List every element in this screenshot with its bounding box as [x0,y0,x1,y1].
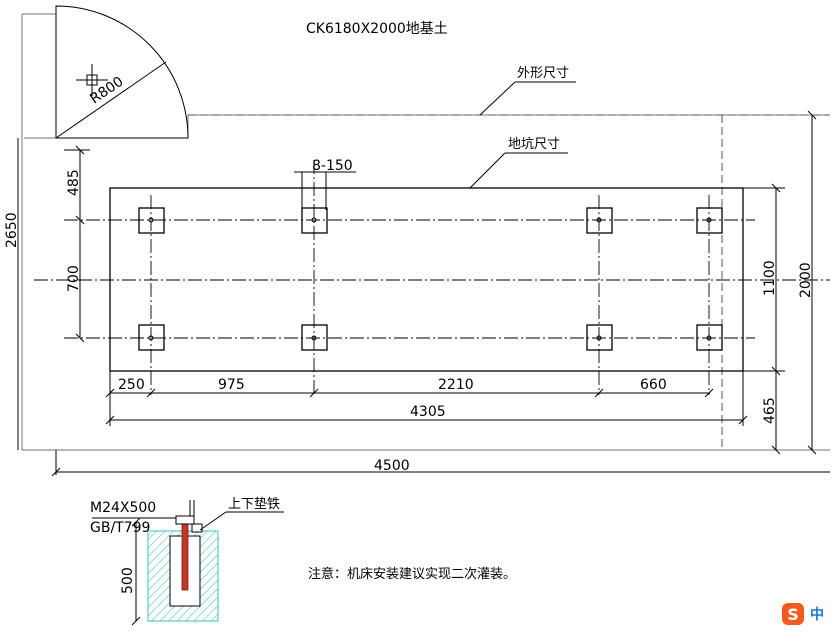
bolt-pocket [301,324,328,351]
installation-note: 注意：机床安装建议实现二次灌装。 [308,566,516,582]
dim-660: 660 [640,377,667,393]
bolt-spec-label: 8-150 [312,158,353,174]
bolt-hole [706,335,712,341]
bolt-section-detail [92,500,284,626]
dim-4305: 4305 [410,404,446,420]
bolt-hole [311,335,317,341]
outer-size-label: 外形尺寸 [517,66,569,81]
dim-485: 485 [66,169,82,196]
bolt-pockets [138,207,723,351]
bottom-dimensions [51,371,830,477]
bolt-pocket [138,207,165,234]
bolt-hole [596,335,602,341]
dim-2210: 2210 [438,377,474,393]
center-lines [34,160,830,395]
outer-dashed-boundary [55,114,830,475]
bolt-pocket [586,207,613,234]
bolt-pocket [301,207,328,234]
bolt-hole [148,217,154,223]
left-dimensions [17,138,90,450]
bolt-hole [148,335,154,341]
bolt-pocket [586,324,613,351]
pit-size-leader [469,152,568,189]
dim-1100: 1100 [762,260,778,296]
bolt-nut [175,515,195,525]
dim-4500: 4500 [374,458,410,474]
dim-2650: 2650 [4,212,20,248]
ime-logo-icon[interactable]: S [782,603,804,625]
dim-975: 975 [218,377,245,393]
dim-700: 700 [66,265,82,292]
bolt-standard-label: GB/T799 [90,520,150,536]
bolt-pocket [138,324,165,351]
shim-label: 上下垫铁 [228,496,280,512]
dim-465: 465 [762,397,778,424]
right-dimensions [743,110,817,455]
shim-plate [191,523,203,533]
bolt-spec-leader [294,171,356,210]
anchor-bolt [181,519,189,591]
pit-rectangle [109,187,744,372]
pit-size-label: 地坑尺寸 [508,137,560,152]
bolt-hole [311,217,317,223]
dim-250: 250 [118,377,145,393]
drawing-title: CK6180X2000地基土 [306,20,448,37]
bolt-model-label: M24X500 [90,500,156,516]
bolt-hole [596,217,602,223]
dim-500: 500 [120,567,136,594]
radius-arc [55,5,189,139]
outer-size-leader [479,81,576,116]
bolt-hole [706,217,712,223]
ime-language-toggle[interactable]: 中 [810,607,824,623]
dim-2000: 2000 [798,262,814,298]
bolt-pocket [696,207,723,234]
ime-indicator[interactable]: S 中 [782,600,834,628]
bolt-pocket [696,324,723,351]
